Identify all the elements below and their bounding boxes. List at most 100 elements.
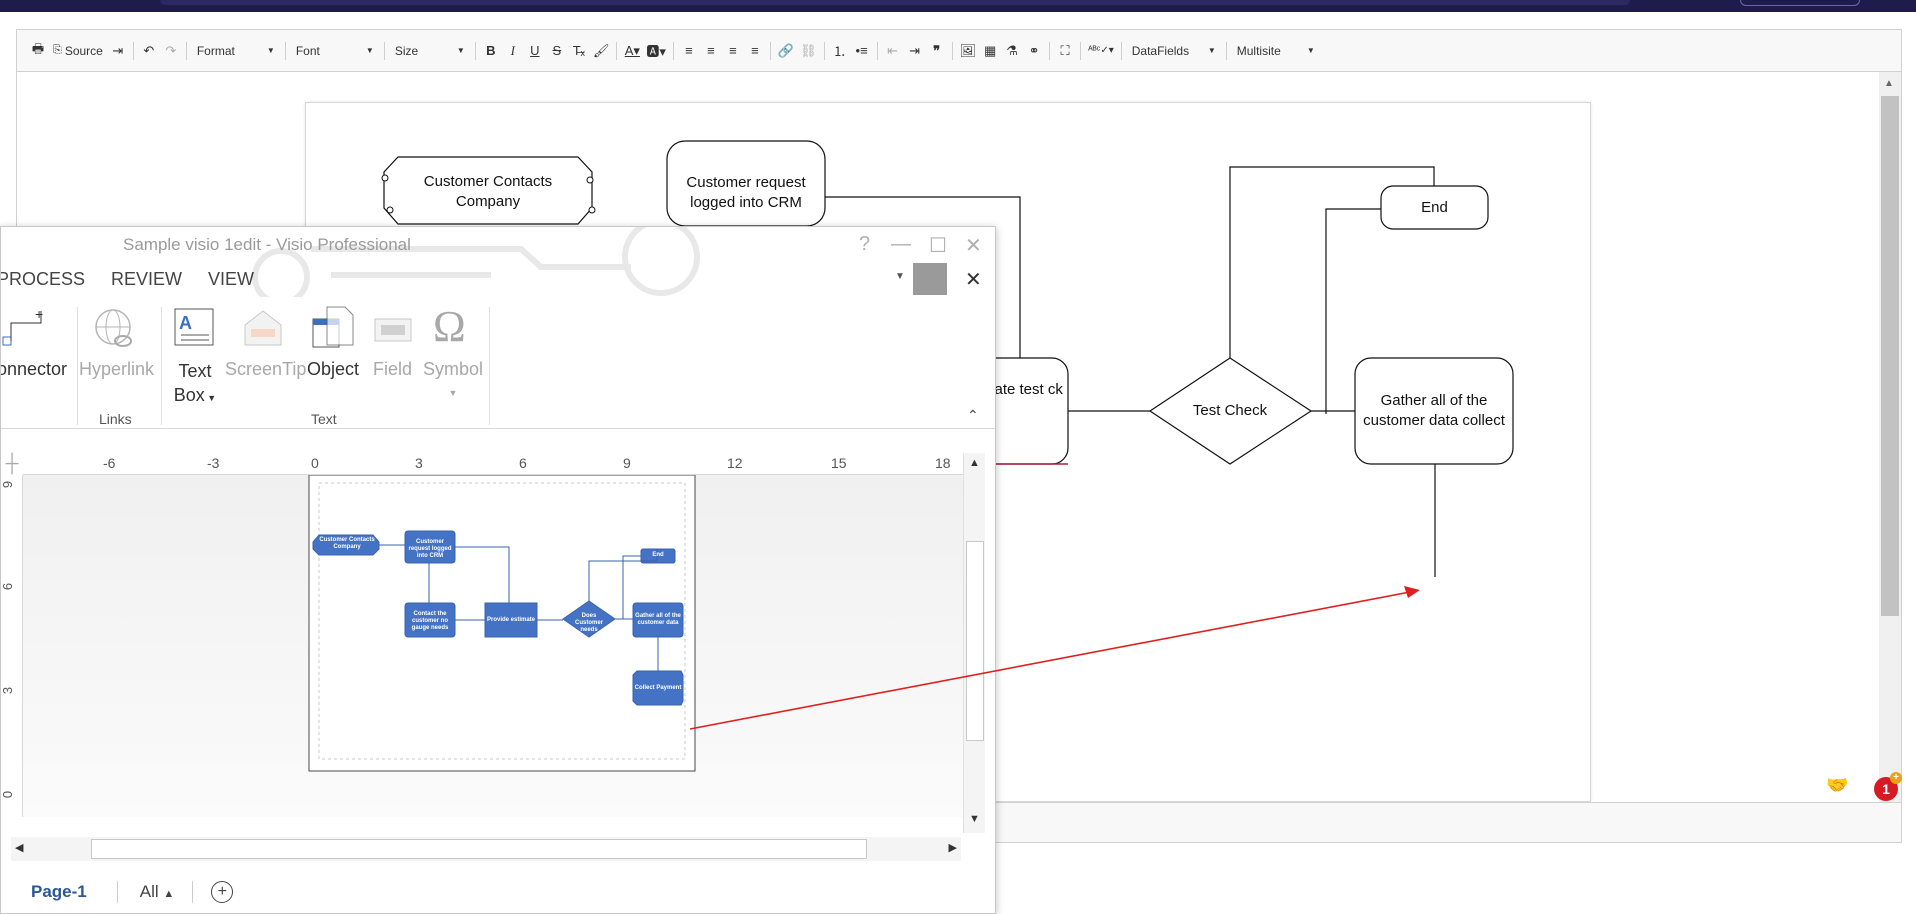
crm-label: Customer request logged into CRM: [686, 174, 806, 211]
mini-payment-shape: [632, 670, 684, 706]
datafields-select[interactable]: DataFields▼: [1126, 40, 1222, 62]
hyperlink-button[interactable]: Hyperlink: [79, 359, 154, 380]
align-left-icon[interactable]: ≡: [685, 43, 693, 58]
image-icon[interactable]: 🖼: [959, 42, 977, 58]
editor-vertical-scrollbar[interactable]: ▲: [1879, 72, 1901, 802]
scrollbar-thumb[interactable]: [91, 839, 867, 859]
divider: [77, 307, 78, 425]
chevron-down-icon: ▼: [1207, 46, 1216, 55]
scrollbar-thumb[interactable]: [966, 541, 984, 741]
connector-button[interactable]: onnector: [1, 359, 67, 380]
anchor-icon[interactable]: ⚭: [1028, 42, 1040, 58]
divider: [161, 307, 162, 425]
background-color-icon[interactable]: 🅰▾: [646, 44, 666, 59]
scroll-up-icon[interactable]: ▲: [1884, 78, 1894, 89]
mini-payment-label: Collect Payment: [634, 685, 682, 691]
flowchart-icon[interactable]: ⚗: [1006, 42, 1018, 58]
strikethrough-icon[interactable]: S: [552, 43, 562, 58]
justify-icon[interactable]: ≡: [751, 43, 759, 58]
page-margin: [318, 482, 686, 760]
table-icon[interactable]: ▦: [983, 42, 997, 58]
outdent-icon[interactable]: ⇤: [887, 42, 899, 58]
hyperlink-label: Hyperlink: [79, 359, 155, 379]
maximize-icon[interactable]: ☐: [929, 235, 947, 257]
minimize-icon[interactable]: —: [891, 233, 911, 255]
numbered-list-icon[interactable]: ⒈: [833, 44, 847, 59]
ruler-label: 18: [935, 455, 951, 471]
text-box-icon: A: [174, 308, 214, 346]
maximize-icon[interactable]: ⛶: [1060, 42, 1070, 58]
avatar[interactable]: [913, 263, 947, 295]
format-select[interactable]: Format▼: [191, 40, 281, 62]
align-center-icon[interactable]: ≡: [707, 43, 715, 58]
scroll-right-icon[interactable]: ▶: [948, 842, 957, 854]
multisite-select[interactable]: Multisite▼: [1231, 40, 1321, 62]
object-button[interactable]: Object: [307, 359, 359, 380]
tab-review[interactable]: REVIEW: [111, 269, 183, 289]
copy-format-icon[interactable]: 🖌: [592, 42, 610, 58]
print-icon[interactable]: 🖶: [31, 40, 45, 56]
underline-icon[interactable]: U: [530, 43, 540, 58]
divider: [383, 41, 385, 60]
remove-format-icon[interactable]: T̶ₓ: [572, 43, 585, 58]
divider: [116, 881, 118, 903]
visio-vertical-scrollbar[interactable]: ▲ ▼: [963, 453, 985, 833]
field-button[interactable]: Field: [373, 359, 412, 380]
bulleted-list-icon[interactable]: •≡: [855, 43, 868, 58]
align-right-icon[interactable]: ≡: [729, 43, 737, 58]
spellcheck-icon[interactable]: ᴬᴮᶜ✓▾: [1088, 45, 1114, 56]
screentip-button[interactable]: ScreenTip: [225, 359, 306, 380]
italic-icon[interactable]: I: [510, 42, 516, 58]
source-button[interactable]: ⎘Source: [49, 39, 107, 63]
help-icon[interactable]: ?: [859, 233, 871, 255]
divider: [489, 307, 490, 425]
add-page-icon[interactable]: +: [211, 881, 234, 903]
handshake-icon[interactable]: 🤝: [1826, 775, 1849, 795]
notification-badge[interactable]: 1+: [1874, 772, 1902, 801]
font-select[interactable]: Font▼: [290, 40, 380, 62]
divider: [474, 41, 476, 60]
undo-icon[interactable]: ↶: [143, 42, 155, 58]
link-icon[interactable]: 🔗: [777, 42, 795, 58]
object-icon: [312, 306, 354, 348]
all-pages-button[interactable]: All ▲: [140, 882, 175, 902]
bold-icon[interactable]: B: [486, 43, 496, 58]
source-label: Source: [64, 43, 103, 58]
top-button[interactable]: [1740, 0, 1860, 6]
scroll-down-icon[interactable]: ▼: [969, 813, 980, 825]
scroll-up-icon[interactable]: ▲: [969, 457, 980, 469]
unlink-icon[interactable]: ⛓: [800, 42, 817, 58]
tab-process[interactable]: PROCESS: [0, 269, 86, 289]
address-bar[interactable]: [160, 0, 1630, 5]
ribbon-tabs: PROCESS REVIEW VIEW: [1, 263, 280, 293]
tab-view[interactable]: VIEW: [208, 269, 255, 289]
blockquote-icon[interactable]: ❞: [933, 42, 941, 58]
scrollbar-thumb[interactable]: [1881, 96, 1899, 616]
redo-icon[interactable]: ↷: [165, 42, 177, 58]
close-document-icon[interactable]: ✕: [965, 269, 982, 291]
tab-page-1[interactable]: Page-1: [31, 882, 87, 901]
visio-window[interactable]: Sample visio 1edit - Visio Professional …: [0, 226, 996, 914]
chevron-down-icon: ▼: [1306, 46, 1315, 55]
field-label: Field: [373, 359, 413, 379]
scroll-left-icon[interactable]: ◀: [15, 842, 24, 854]
gather-label: Gather all of the customer data collect: [1363, 392, 1505, 429]
mini-diamond-shape: [562, 600, 616, 638]
symbol-button[interactable]: Symbol▼: [423, 359, 483, 401]
mini-flowchart: [308, 475, 696, 772]
screentip-label: ScreenTip: [225, 359, 307, 379]
size-select[interactable]: Size▼: [389, 40, 471, 62]
mini-estimate-label: Provide estimate: [486, 617, 536, 623]
svg-text:A: A: [179, 313, 192, 333]
group-text: Text: [311, 411, 337, 427]
text-color-icon[interactable]: A▾: [624, 42, 640, 58]
close-icon[interactable]: ✕: [965, 235, 982, 257]
collapse-ribbon-icon[interactable]: ⌃: [967, 407, 979, 423]
template-icon[interactable]: ⇥: [112, 42, 124, 58]
visio-horizontal-scrollbar[interactable]: ◀ ▶: [11, 837, 961, 861]
divider: [823, 41, 825, 60]
indent-icon[interactable]: ⇥: [909, 42, 921, 58]
ribbon-options-icon[interactable]: ▼: [895, 271, 905, 282]
